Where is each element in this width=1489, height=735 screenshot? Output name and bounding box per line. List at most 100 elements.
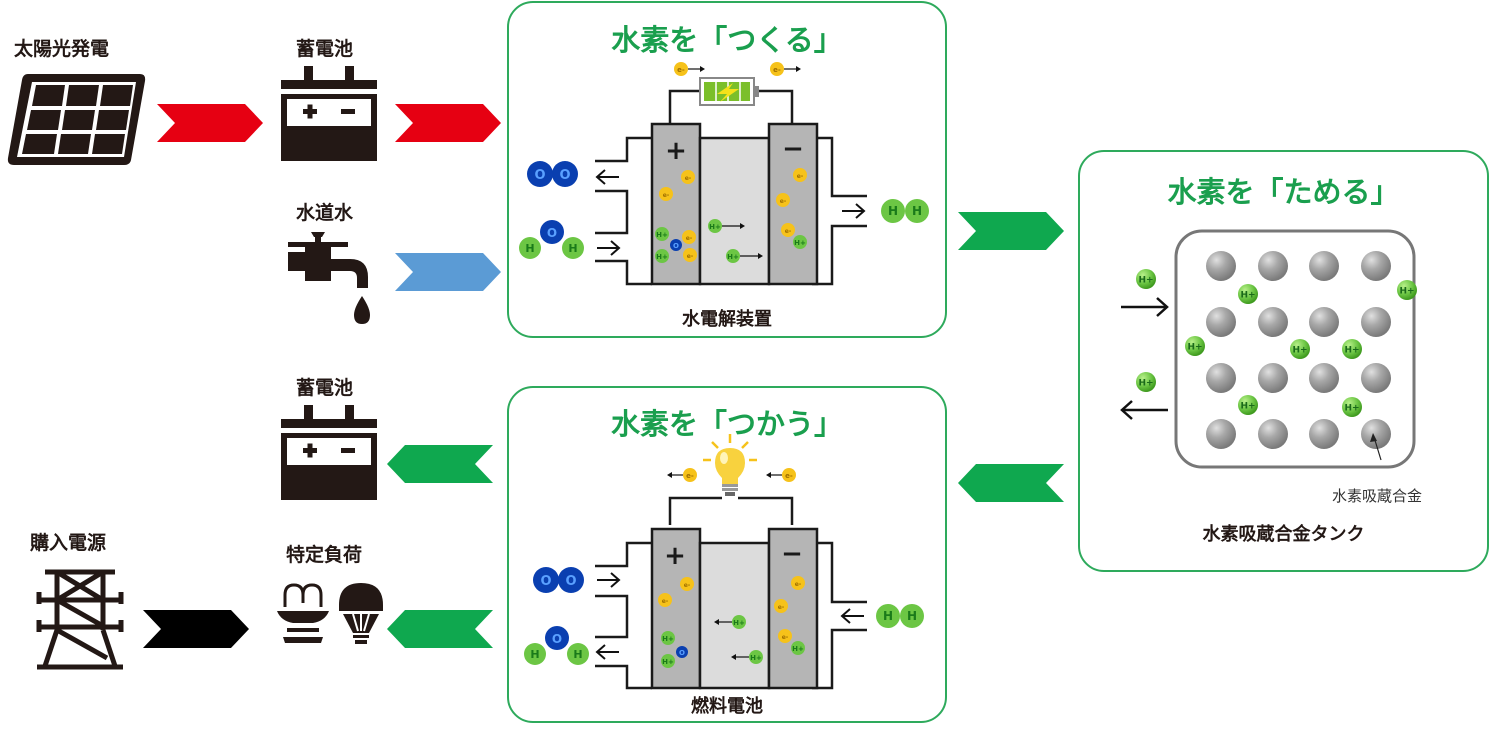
water-faucet-icon <box>288 232 370 324</box>
svg-text:H+: H+ <box>1187 343 1202 353</box>
svg-text:H: H <box>912 204 922 218</box>
svg-text:e-: e- <box>773 66 781 74</box>
svg-text:+: + <box>665 136 687 166</box>
water-molecule: O H H <box>519 220 584 259</box>
svg-text:O: O <box>559 168 570 183</box>
svg-text:e-: e- <box>677 66 685 74</box>
alloy-particle <box>1361 307 1391 337</box>
svg-text:H: H <box>525 242 534 255</box>
svg-text:e-: e- <box>686 472 694 480</box>
svg-text:e-: e- <box>795 581 802 588</box>
svg-text:H+: H+ <box>1344 346 1359 356</box>
proton-flow: H+ H+ <box>708 219 763 263</box>
electron-flow-left: e- <box>667 468 697 482</box>
alloy-particle <box>1206 363 1236 393</box>
alloy-particle <box>1206 307 1236 337</box>
svg-text:H: H <box>888 204 898 218</box>
battery-in-label: 蓄電池 <box>296 38 354 60</box>
svg-text:H+: H+ <box>656 253 668 261</box>
alloy-particle <box>1309 363 1339 393</box>
alloy-particle <box>1309 251 1339 281</box>
svg-text:e-: e- <box>785 228 792 235</box>
svg-text:O: O <box>673 242 679 250</box>
alloy-particle <box>1361 363 1391 393</box>
alloy-particle <box>1361 419 1391 449</box>
electrons-anode: e- e- <box>658 577 694 607</box>
svg-text:e-: e- <box>684 582 691 589</box>
svg-text:H+: H+ <box>1344 404 1359 414</box>
oxygen-molecule: O O <box>533 567 584 593</box>
grid-power-label: 購入電源 <box>30 532 107 554</box>
electron-flow-right: e- <box>770 62 801 76</box>
svg-text:e-: e- <box>778 604 785 611</box>
hydrogen-molecule: H H <box>876 604 924 628</box>
panel-use-caption: 燃料電池 <box>691 696 763 717</box>
alloy-particle <box>1206 251 1236 281</box>
svg-text:H: H <box>573 648 582 661</box>
alloy-label: 水素吸蔵合金 <box>1332 487 1423 505</box>
svg-text:e-: e- <box>662 598 669 605</box>
arrow-red-1 <box>157 104 263 142</box>
proton-flow: H+ H+ <box>714 615 763 664</box>
svg-text:O: O <box>534 168 545 183</box>
svg-text:H+: H+ <box>794 239 806 247</box>
panel-make-title: 水素を「つくる」 <box>611 23 843 57</box>
fountain-icon <box>277 583 329 643</box>
svg-text:H: H <box>530 648 539 661</box>
svg-text:H+: H+ <box>1138 276 1153 286</box>
svg-text:H+: H+ <box>656 231 668 239</box>
battery-out-label: 蓄電池 <box>296 377 354 399</box>
alloy-particles <box>1206 251 1391 449</box>
svg-text:−: − <box>782 134 804 164</box>
hydrogen-molecule: H H <box>881 199 929 223</box>
power-tower-icon <box>36 569 124 670</box>
hydrogen-ion: H+ <box>1342 339 1362 359</box>
svg-text:H+: H+ <box>750 654 762 662</box>
arrow-blue <box>395 253 501 291</box>
svg-text:H: H <box>568 242 577 255</box>
water-molecule: O H H <box>524 626 589 665</box>
svg-text:O: O <box>540 574 551 589</box>
svg-text:H+: H+ <box>727 253 739 261</box>
arrow-green-from-storage <box>958 464 1064 502</box>
svg-text:H: H <box>907 609 917 623</box>
svg-text:H+: H+ <box>792 645 804 653</box>
svg-text:e-: e- <box>780 198 787 205</box>
oxygen-molecule: O O <box>527 161 578 187</box>
svg-text:H+: H+ <box>662 635 674 643</box>
led-bulb-icon <box>339 583 383 644</box>
arrow-green-to-load <box>387 610 493 648</box>
electrolyzer-diagram: e- e- + − O O O H H H H e- e- e- e- H+ <box>519 62 929 286</box>
alloy-particle <box>1258 363 1288 393</box>
alloy-particle <box>1309 307 1339 337</box>
specific-load-label: 特定負荷 <box>286 544 363 566</box>
svg-text:e-: e- <box>686 235 693 242</box>
charging-battery-icon <box>699 77 759 106</box>
alloy-particle <box>1206 419 1236 449</box>
electrons-anode: e- e- e- e- <box>659 170 697 262</box>
battery-icon <box>281 405 377 500</box>
hydrogen-ion: H+ <box>1397 280 1417 300</box>
hydrogen-ion: H+ <box>1136 269 1156 289</box>
tap-water-label: 水道水 <box>296 202 354 224</box>
protons-anode: H+ H+ <box>655 227 669 263</box>
svg-text:H+: H+ <box>662 658 674 666</box>
svg-text:+: + <box>664 541 686 571</box>
svg-text:e-: e- <box>663 192 670 199</box>
protons-anode: H+ H+ <box>661 631 675 668</box>
svg-text:H+: H+ <box>1240 402 1255 412</box>
panel-store-title: 水素を「ためる」 <box>1167 175 1400 209</box>
svg-text:O: O <box>552 632 562 646</box>
alloy-particle <box>1258 307 1288 337</box>
svg-text:O: O <box>547 226 557 240</box>
battery-icon <box>281 66 377 161</box>
alloy-tank-diagram: H+H+H+H+H+H+H+H+H+ <box>1120 229 1417 469</box>
hydrogen-ion: H+ <box>1136 372 1156 392</box>
svg-text:O: O <box>565 574 576 589</box>
electrons-cathode: e- e- e- <box>776 168 807 237</box>
arrow-black <box>143 610 249 648</box>
electrons-cathode: e- e- e- <box>774 576 805 643</box>
svg-text:H+: H+ <box>1292 346 1307 356</box>
svg-text:H: H <box>883 609 893 623</box>
electron-flow-right: e- <box>766 468 796 482</box>
